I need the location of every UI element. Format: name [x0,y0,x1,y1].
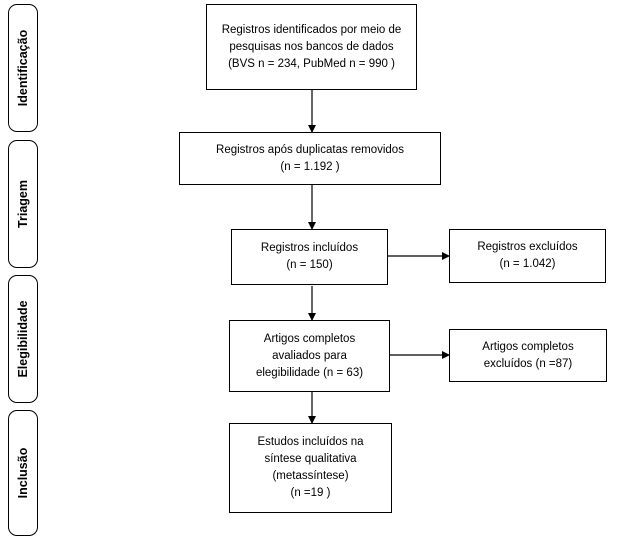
box-studies-included-line3: (metassíntese) [272,470,349,482]
box-full-text-excluded-line1: Artigos completos [482,340,574,353]
box-full-text-assessed-line3: elegibilidade (n = 63) [255,366,364,379]
box-full-text-assessed-line1: Artigos completos [263,332,356,345]
box-records-excluded-line2: (n = 1.042) [499,258,556,270]
stage-triagem: Triagem [8,140,38,268]
box-full-text-excluded: Artigos completos excluídos (n =87) [449,329,607,382]
box-records-included: Registros incluídos (n = 150) [231,229,388,285]
box-full-text-assessed-line2: avaliados para [272,349,347,362]
box-full-text-excluded-line2: excluídos (n =87) [483,357,573,370]
box-studies-included-line1: Estudos incluídos na [257,436,364,448]
box-records-identified: Registros identificados por meio de pesq… [206,4,417,90]
box-studies-included-line4: (n =19 ) [290,487,331,499]
box-full-text-assessed: Artigos completos avaliados para elegibi… [229,320,390,392]
box-after-duplicates-line1: Registros após duplicatas removidos [216,143,404,156]
box-after-duplicates-line2: (n = 1.192 ) [280,160,340,173]
box-records-excluded: Registros excluídos (n = 1.042) [449,229,606,283]
box-records-included-line2: (n = 150) [286,259,333,271]
box-after-duplicates: Registros após duplicatas removidos (n =… [179,132,441,185]
stage-identificacao: Identificação [8,4,38,132]
box-records-identified-line3: (BVS n = 234, PubMed n = 990 ) [228,57,395,70]
box-studies-included: Estudos incluídos na síntese qualitativa… [229,423,392,513]
box-records-identified-line1: Registros identificados por meio de [221,23,402,36]
box-studies-included-line2: síntese qualitativa [264,453,357,465]
stage-elegibilidade: Elegibilidade [8,275,38,403]
box-records-included-line1: Registros incluídos [260,242,359,254]
box-records-identified-line2: pesquisas nos bancos de dados [229,40,394,53]
box-records-excluded-line1: Registros excluídos [477,241,578,253]
stage-inclusao: Inclusão [8,410,38,536]
